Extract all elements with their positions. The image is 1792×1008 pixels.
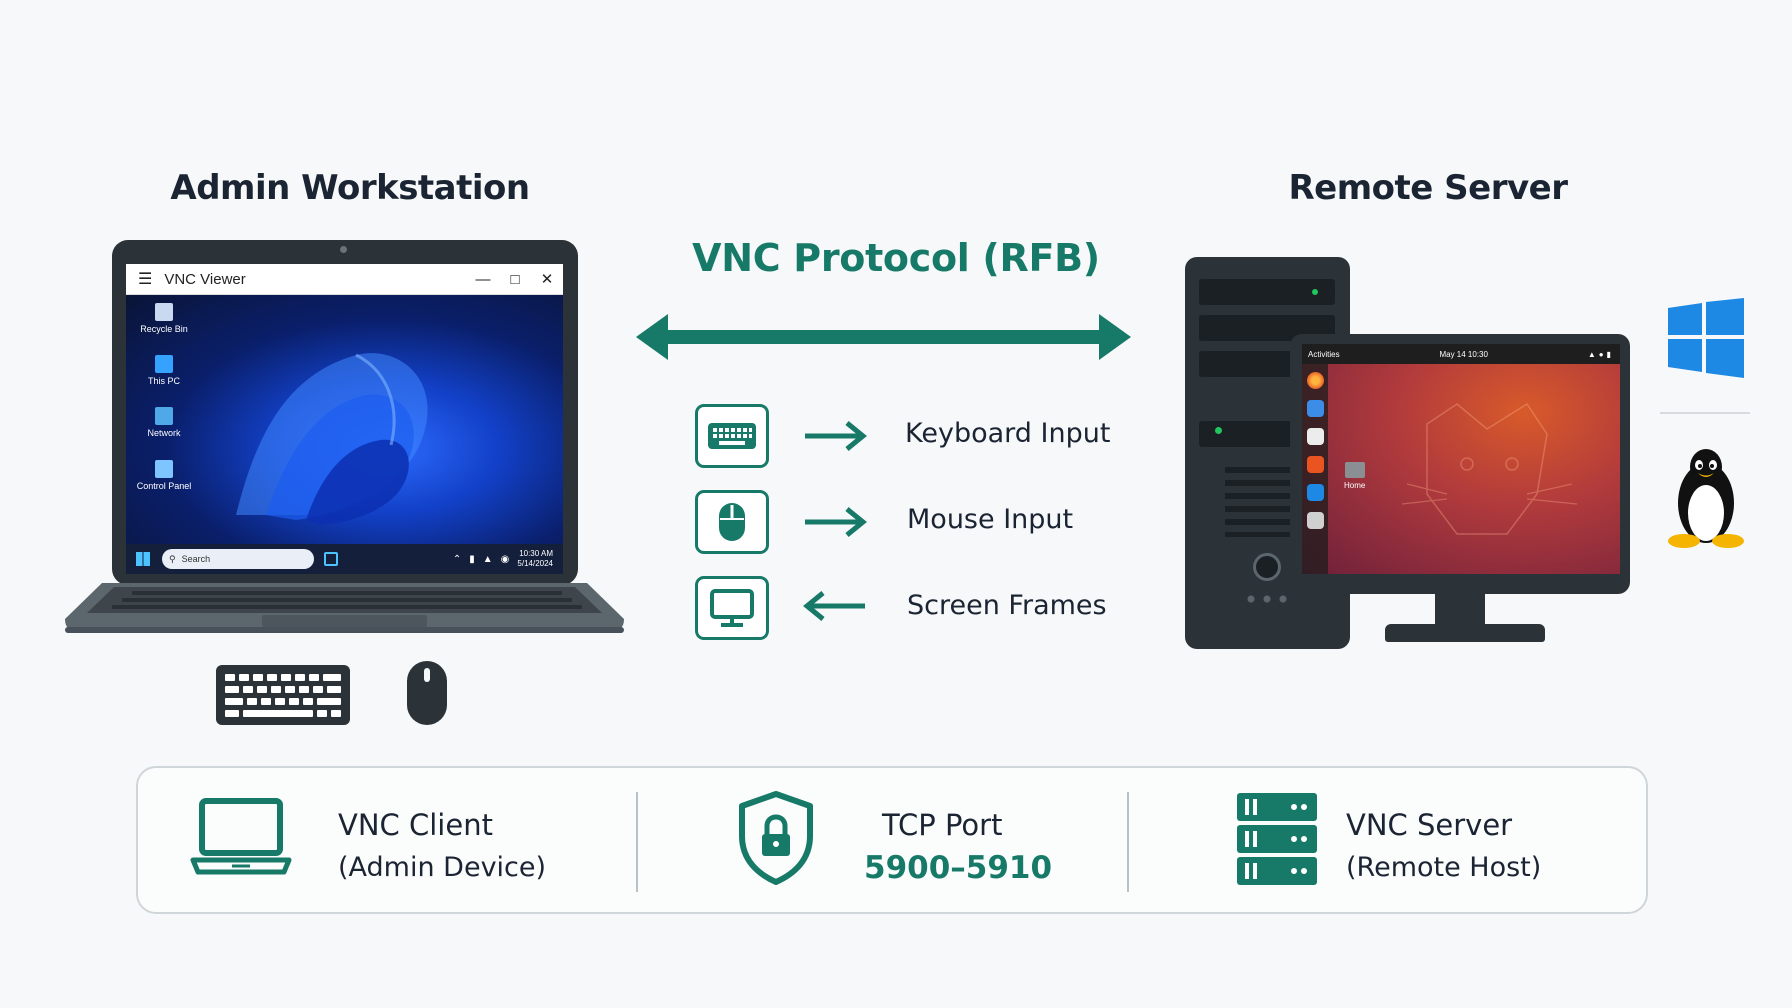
search-icon: ⚲ [169, 553, 176, 564]
tray-chevron-icon[interactable]: ⌃ [452, 553, 462, 565]
top-bar-clock[interactable]: May 14 10:30 [1439, 349, 1488, 359]
trash-icon[interactable] [1306, 512, 1324, 529]
control-panel-icon [155, 460, 173, 478]
ubuntu-top-bar: Activities May 14 10:30 ▲●▮ [1302, 344, 1620, 364]
vnc-viewer-title: VNC Viewer [164, 270, 246, 288]
ubuntu-wallpaper-mascot [1401, 402, 1578, 535]
info-bar: VNC Client (Admin Device) TCP Port 5900–… [136, 766, 1648, 914]
drive-led-1 [1312, 289, 1318, 295]
monitor-flow-box [695, 576, 769, 640]
arrow-left-frames [803, 591, 865, 621]
shield-lock-icon [739, 791, 813, 885]
port-title: TCP Port [882, 808, 1003, 842]
external-keyboard-icon [216, 665, 350, 725]
desktop-icon-label: This PC [147, 376, 180, 386]
windows-logo-icon [1668, 298, 1744, 378]
desktop-icon-this-pc[interactable]: This PC [134, 355, 194, 386]
windows-start-icon[interactable] [136, 552, 150, 566]
laptop-outline-icon [190, 798, 292, 875]
network-icon [155, 407, 173, 425]
port-range: 5900–5910 [864, 850, 1053, 886]
taskbar-clock[interactable]: 10:30 AM 5/14/2024 [517, 549, 553, 569]
keyboard-input-label: Keyboard Input [905, 418, 1111, 449]
status-led [1215, 427, 1222, 434]
home-folder-label: Home [1344, 481, 1366, 490]
bidirectional-arrow [636, 314, 1131, 360]
remote-windows-desktop: Recycle Bin This PC Network Control Pane… [126, 295, 563, 574]
tray-wifi-icon[interactable]: ▲ [482, 553, 493, 565]
system-tray-icons[interactable]: ▲●▮ [1587, 349, 1615, 359]
app-store-icon[interactable] [1306, 484, 1324, 501]
client-subtitle: (Admin Device) [338, 852, 547, 883]
taskbar-search-box[interactable]: ⚲ Search [162, 549, 314, 569]
recycle-bin-icon [155, 303, 173, 321]
windows-bloom-wallpaper [236, 353, 428, 525]
desktop-icon-network[interactable]: Network [134, 407, 194, 438]
clock-date: 5/14/2024 [517, 559, 553, 568]
monitor-icon [710, 589, 754, 627]
close-icon[interactable]: ✕ [540, 271, 554, 288]
tower-front-ports [1243, 595, 1291, 603]
desktop-icon-label: Network [147, 428, 181, 438]
client-title: VNC Client [338, 808, 493, 842]
search-placeholder: Search [181, 554, 211, 564]
task-view-icon[interactable] [324, 552, 338, 566]
vnc-viewer-window: ☰ VNC Viewer — □ ✕ Recycle Bin This PC [126, 264, 563, 574]
laptop-base [65, 583, 624, 633]
webcam [340, 246, 347, 253]
divider-1 [636, 792, 638, 892]
desktop-icon-recycle-bin[interactable]: Recycle Bin [134, 303, 194, 334]
monitor-stand-base [1385, 624, 1545, 642]
power-button-icon [1253, 553, 1281, 581]
mouse-flow-box [695, 490, 769, 554]
activities-button[interactable]: Activities [1308, 349, 1340, 359]
tray-battery-icon[interactable]: ▮ [469, 553, 475, 565]
minimize-icon[interactable]: — [475, 270, 491, 288]
home-folder[interactable]: Home [1344, 462, 1365, 490]
home-folder-icon [1344, 462, 1365, 478]
screen-frames-label: Screen Frames [907, 590, 1107, 621]
ubuntu-dock [1302, 364, 1328, 574]
firefox-icon[interactable] [1306, 372, 1324, 389]
server-rack-icon [1237, 793, 1317, 885]
left-title: Admin Workstation [170, 168, 530, 208]
ubuntu-desktop: Activities May 14 10:30 ▲●▮ Home [1302, 344, 1620, 574]
divider-2 [1127, 792, 1129, 892]
protocol-title: VNC Protocol (RFB) [692, 236, 1100, 280]
software-center-icon[interactable] [1306, 456, 1324, 473]
mouse-input-label: Mouse Input [907, 504, 1074, 535]
tray-volume-icon[interactable]: ◉ [500, 553, 510, 565]
linux-tux-icon [1668, 449, 1744, 548]
desktop-icon-label: Control Panel [136, 481, 192, 491]
arrow-right-mouse [805, 507, 867, 537]
arrow-right-keyboard [805, 421, 867, 451]
laptop: ☰ VNC Viewer — □ ✕ Recycle Bin This PC [62, 240, 627, 640]
text-editor-icon[interactable] [1306, 428, 1324, 445]
keyboard-icon [708, 423, 756, 449]
windows-taskbar: ⚲ Search ⌃ ▮ ▲ ◉ 10:30 AM 5/14/2024 [126, 544, 563, 574]
server-subtitle: (Remote Host) [1346, 852, 1542, 883]
desktop-icon-label: Recycle Bin [140, 324, 188, 334]
os-divider [1660, 412, 1750, 414]
vnc-viewer-titlebar: ☰ VNC Viewer — □ ✕ [126, 264, 563, 295]
server-title: VNC Server [1346, 808, 1513, 842]
desktop-icon-control-panel[interactable]: Control Panel [134, 460, 194, 491]
files-icon[interactable] [1306, 400, 1324, 417]
monitor-stand-neck [1435, 592, 1485, 626]
keyboard-flow-box [695, 404, 769, 468]
external-mouse-icon [407, 661, 447, 725]
mouse-icon [719, 503, 745, 541]
right-title: Remote Server [1288, 168, 1568, 208]
this-pc-icon [155, 355, 173, 373]
maximize-icon[interactable]: □ [510, 270, 520, 288]
clock-time: 10:30 AM [519, 549, 553, 558]
hamburger-menu-icon[interactable]: ☰ [138, 271, 153, 288]
